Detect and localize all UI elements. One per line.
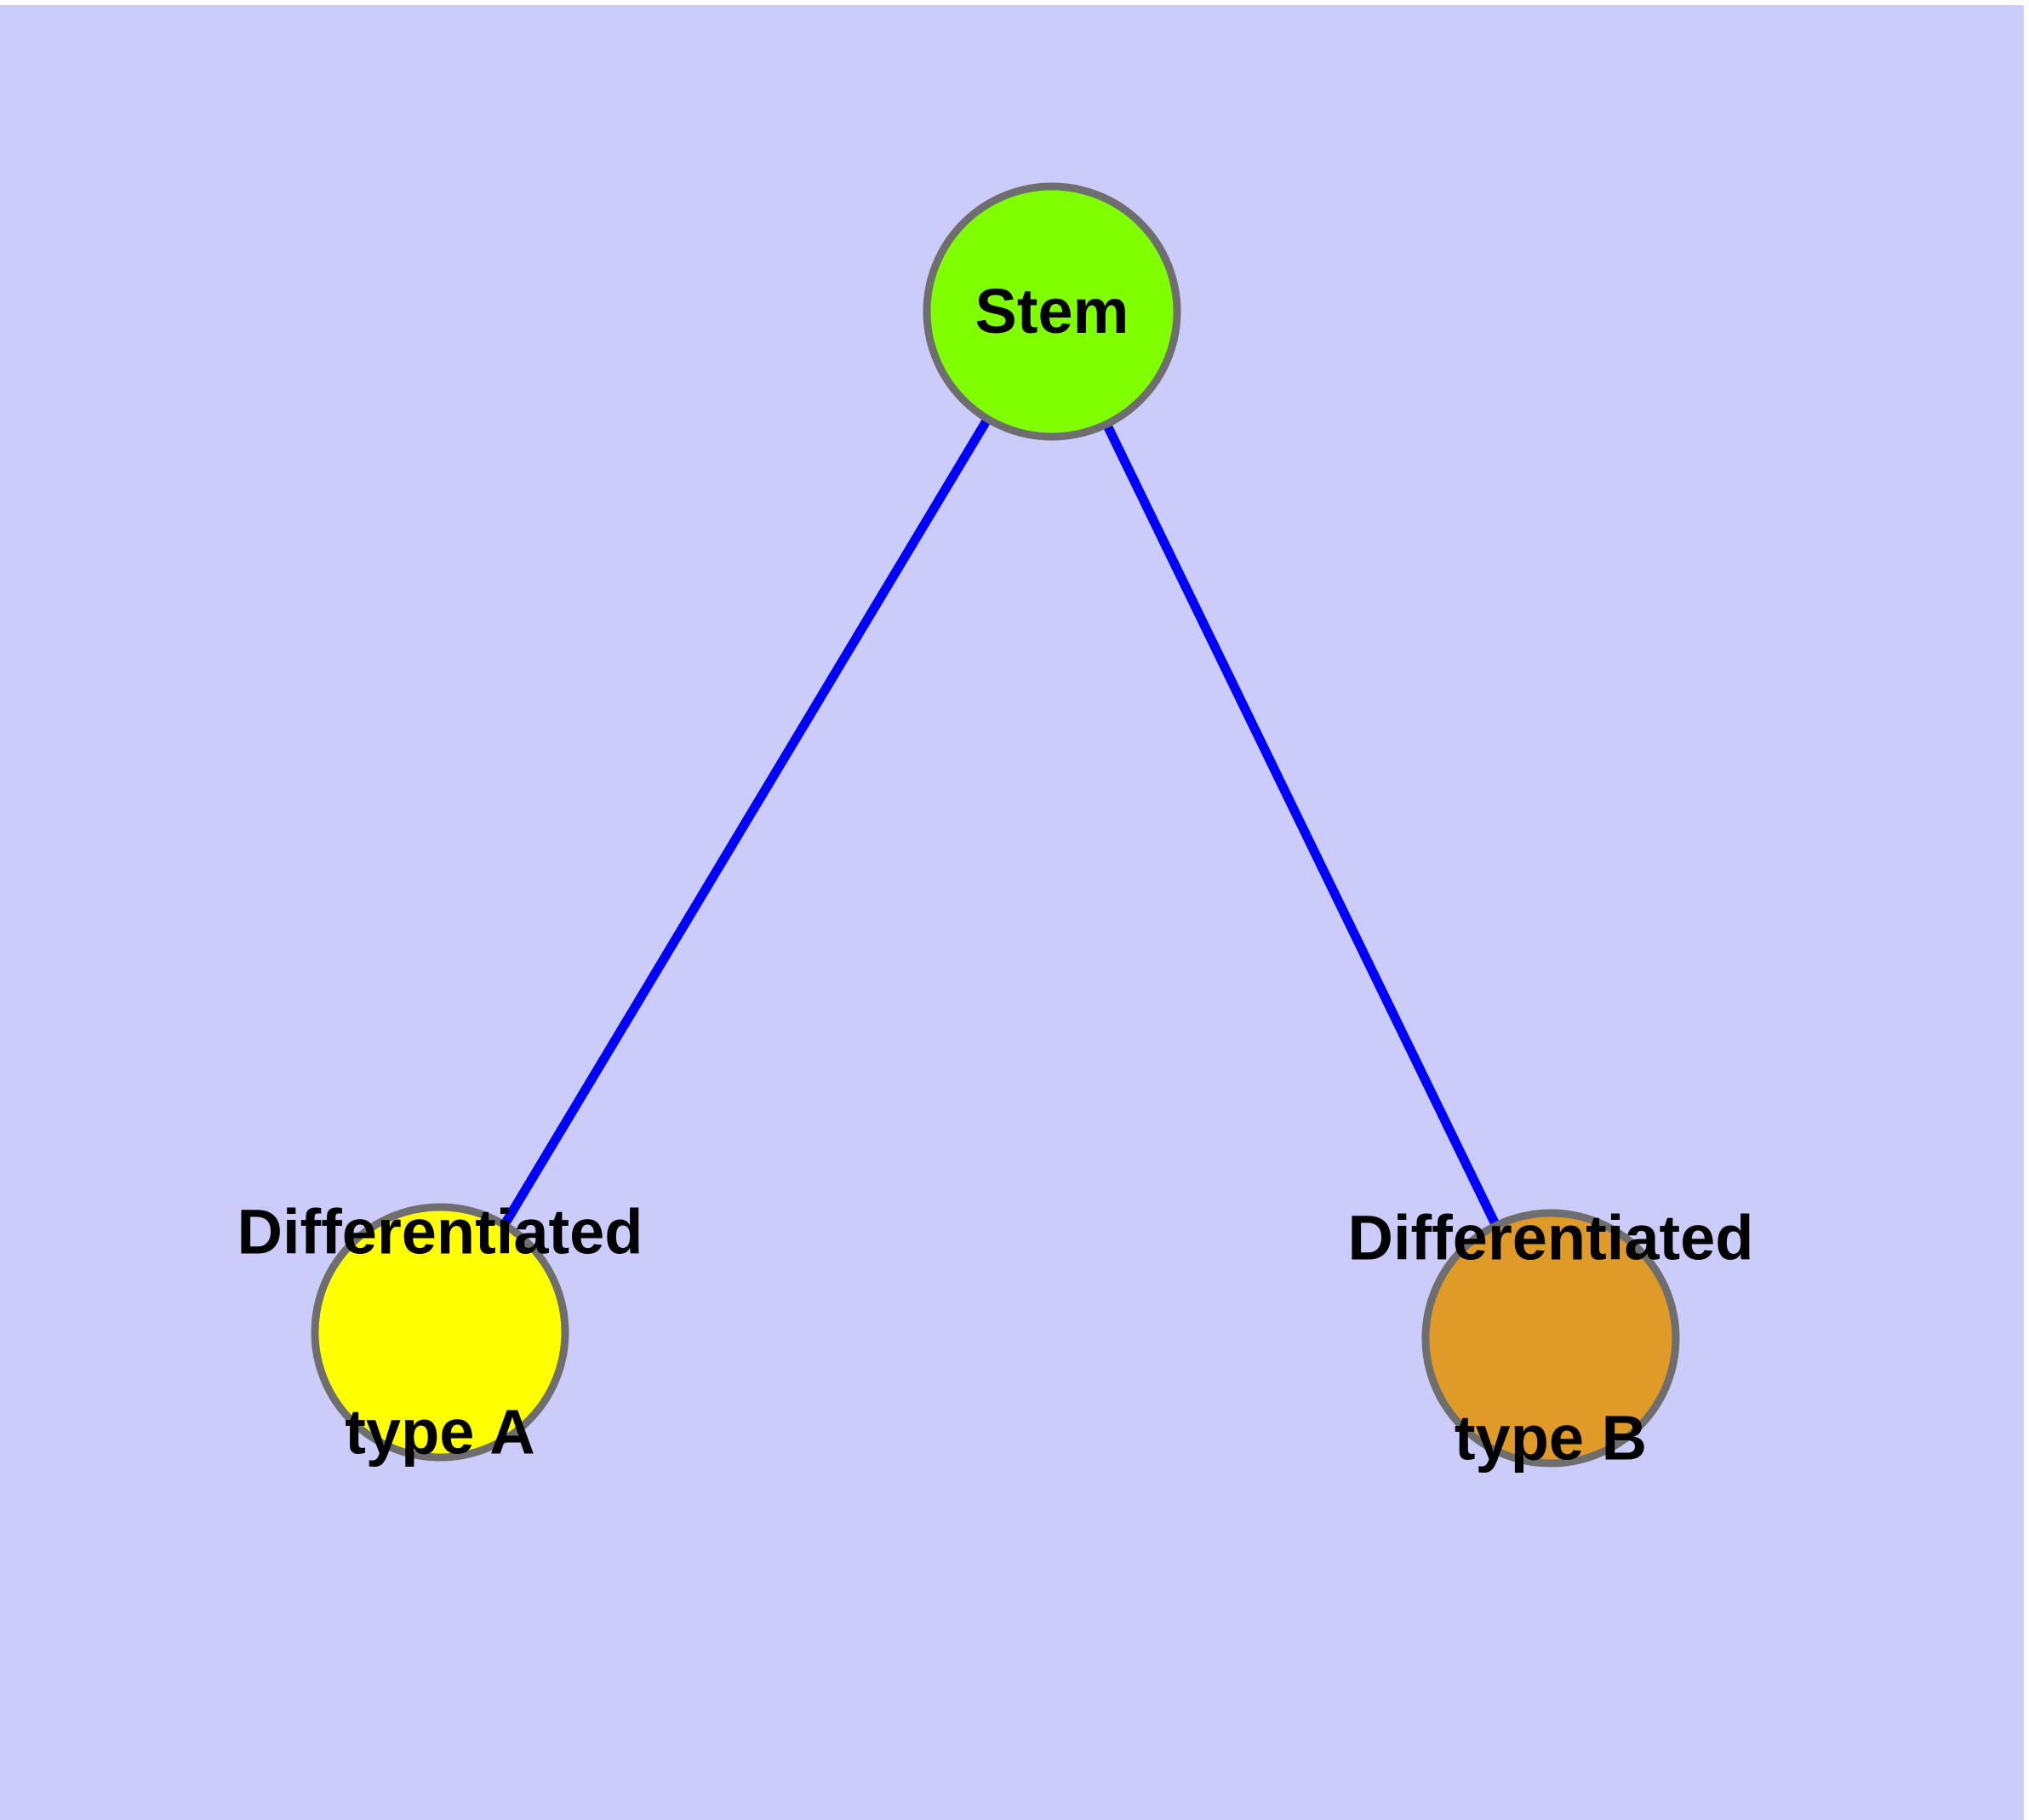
edge-stem-to-differentiated-type-b[interactable] [1048, 309, 1555, 1341]
edge-layer [436, 309, 1555, 1341]
node-layer [311, 182, 1680, 1468]
edge-stem-to-differentiated-type-a[interactable] [436, 309, 1056, 1335]
node-stem[interactable] [923, 182, 1181, 441]
diagram-canvas: Stem Differentiated type A Differentiate… [0, 5, 2024, 1820]
node-differentiated-type-b[interactable] [1421, 1209, 1680, 1468]
graph-svg [311, 182, 1680, 1468]
node-differentiated-type-a[interactable] [311, 1203, 569, 1462]
